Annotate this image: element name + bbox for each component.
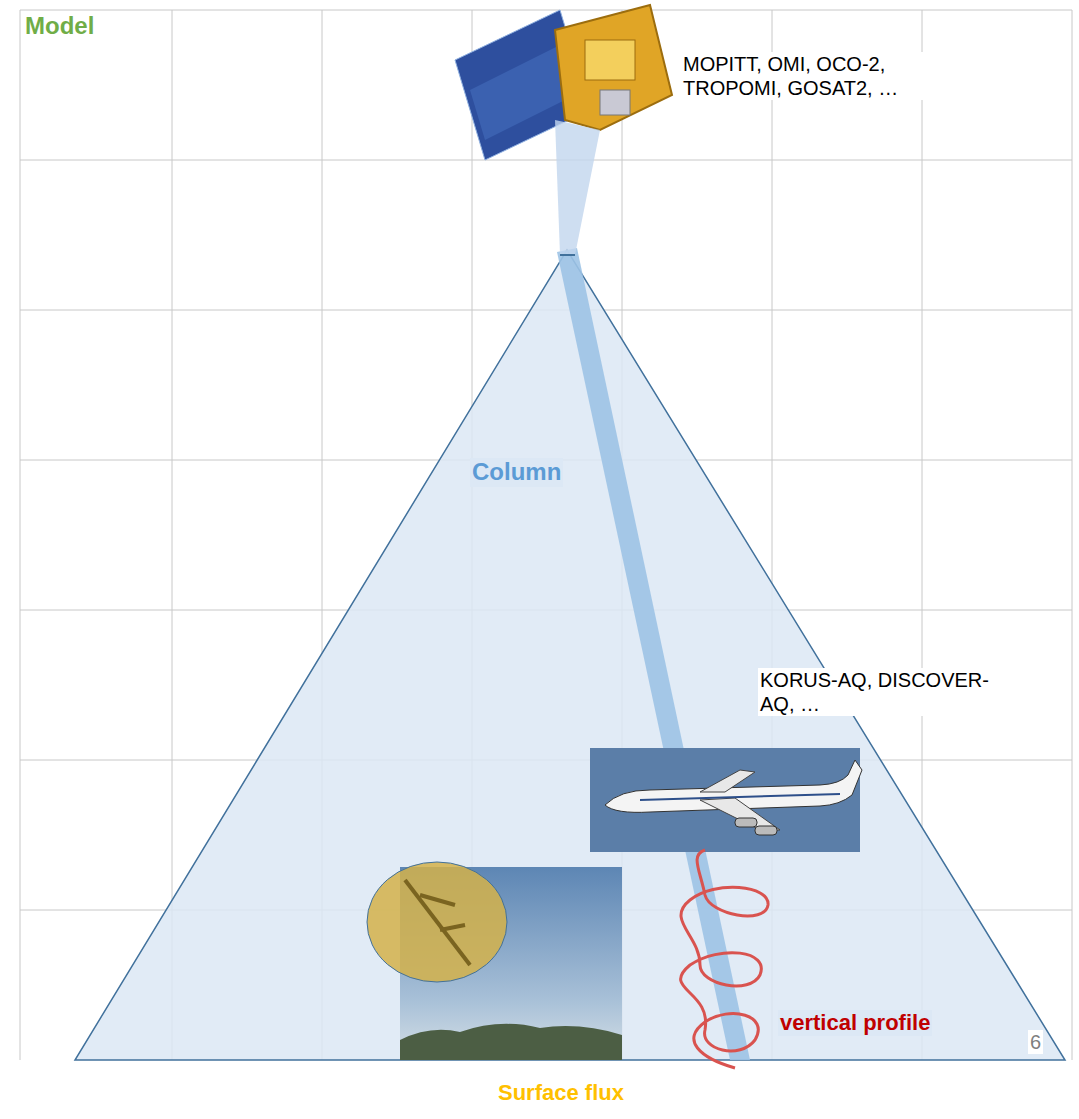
vertical-profile-spiral <box>681 850 768 1068</box>
surface-flux-label: Surface flux <box>496 1080 626 1106</box>
page-number: 6 <box>1028 1030 1043 1054</box>
column-beam <box>557 248 750 1060</box>
footprint-triangle <box>75 250 1065 1060</box>
aircraft-photo <box>590 748 862 852</box>
flux-tower-photo <box>367 862 622 1060</box>
grid <box>20 10 1072 1060</box>
profile-label: vertical profile <box>778 1010 932 1036</box>
satellite-icon <box>455 5 672 255</box>
model-label: Model <box>23 12 96 41</box>
campaign-list: KORUS-AQ, DISCOVER-AQ, … <box>758 668 994 716</box>
column-label: Column <box>470 458 563 487</box>
satellite-list: MOPITT, OMI, OCO-2, TROPOMI, GOSAT2, … <box>681 52 947 100</box>
